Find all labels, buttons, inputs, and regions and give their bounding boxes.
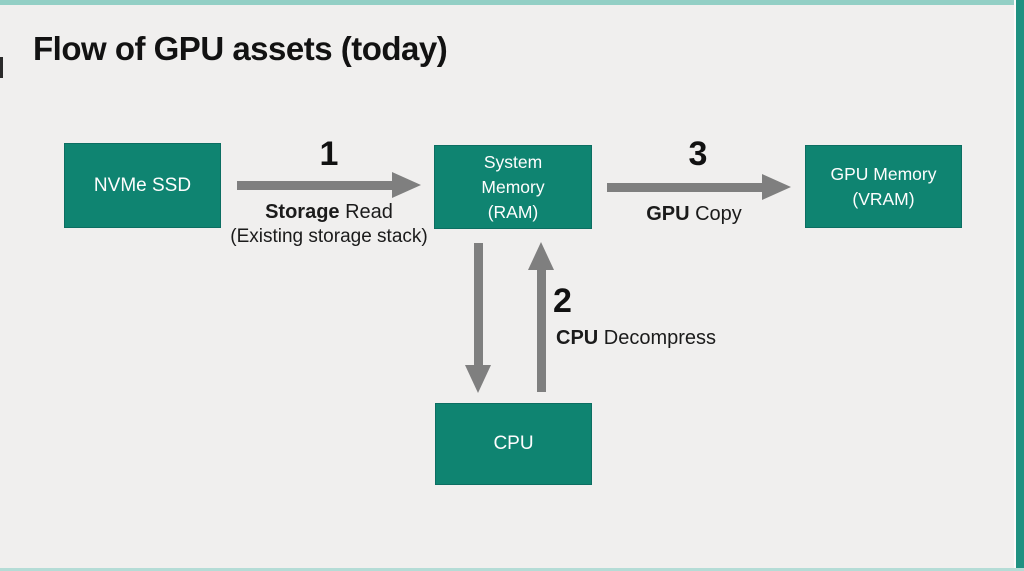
step-1-label-rest: Read xyxy=(339,201,393,223)
step-1-number: 1 xyxy=(319,135,339,173)
step-3-label-bold: GPU xyxy=(646,203,690,225)
node-gpu-memory-line2: (VRAM) xyxy=(852,188,915,209)
step-3-label: GPU Copy xyxy=(564,203,824,226)
step-2-label-bold: CPU xyxy=(556,327,599,349)
slide-right-accent-strip xyxy=(1016,0,1024,571)
step-3-number: 3 xyxy=(688,135,708,173)
node-nvme-ssd-label: NVMe SSD xyxy=(93,174,192,196)
slide-title: Flow of GPU assets (today) xyxy=(33,30,448,67)
node-system-memory: System Memory (RAM) xyxy=(434,145,592,229)
left-edge-crop-artifact xyxy=(0,57,3,78)
slide-bottom-accent-strip xyxy=(0,568,1024,571)
step-2-label-rest: Decompress xyxy=(598,327,717,349)
arrow-storage-read-right-icon xyxy=(237,172,421,198)
step-2-number: 2 xyxy=(553,282,572,320)
arrow-ram-to-cpu-down-icon xyxy=(465,243,491,393)
node-nvme-ssd: NVMe SSD xyxy=(64,143,221,228)
node-system-memory-line3: (RAM) xyxy=(487,201,539,222)
node-system-memory-line2: Memory xyxy=(481,176,545,197)
step-3-label-rest: Copy xyxy=(689,203,742,225)
node-gpu-memory: GPU Memory (VRAM) xyxy=(805,145,962,228)
slide-right-inner-line xyxy=(1014,0,1016,571)
step-1-label-bold: Storage xyxy=(265,201,340,223)
arrow-gpu-copy-right-icon xyxy=(607,174,791,200)
arrow-cpu-to-ram-up-icon xyxy=(528,242,554,392)
step-1-sublabel: (Existing storage stack) xyxy=(230,226,428,247)
node-cpu-label: CPU xyxy=(493,433,534,454)
node-system-memory-line1: System xyxy=(483,151,543,172)
step-1-label: Storage Read xyxy=(199,201,459,224)
node-gpu-memory-line1: GPU Memory xyxy=(830,163,937,184)
slide-top-accent-strip xyxy=(0,0,1024,5)
step-2-label: CPU Decompress xyxy=(556,327,716,350)
node-cpu: CPU xyxy=(435,403,592,485)
